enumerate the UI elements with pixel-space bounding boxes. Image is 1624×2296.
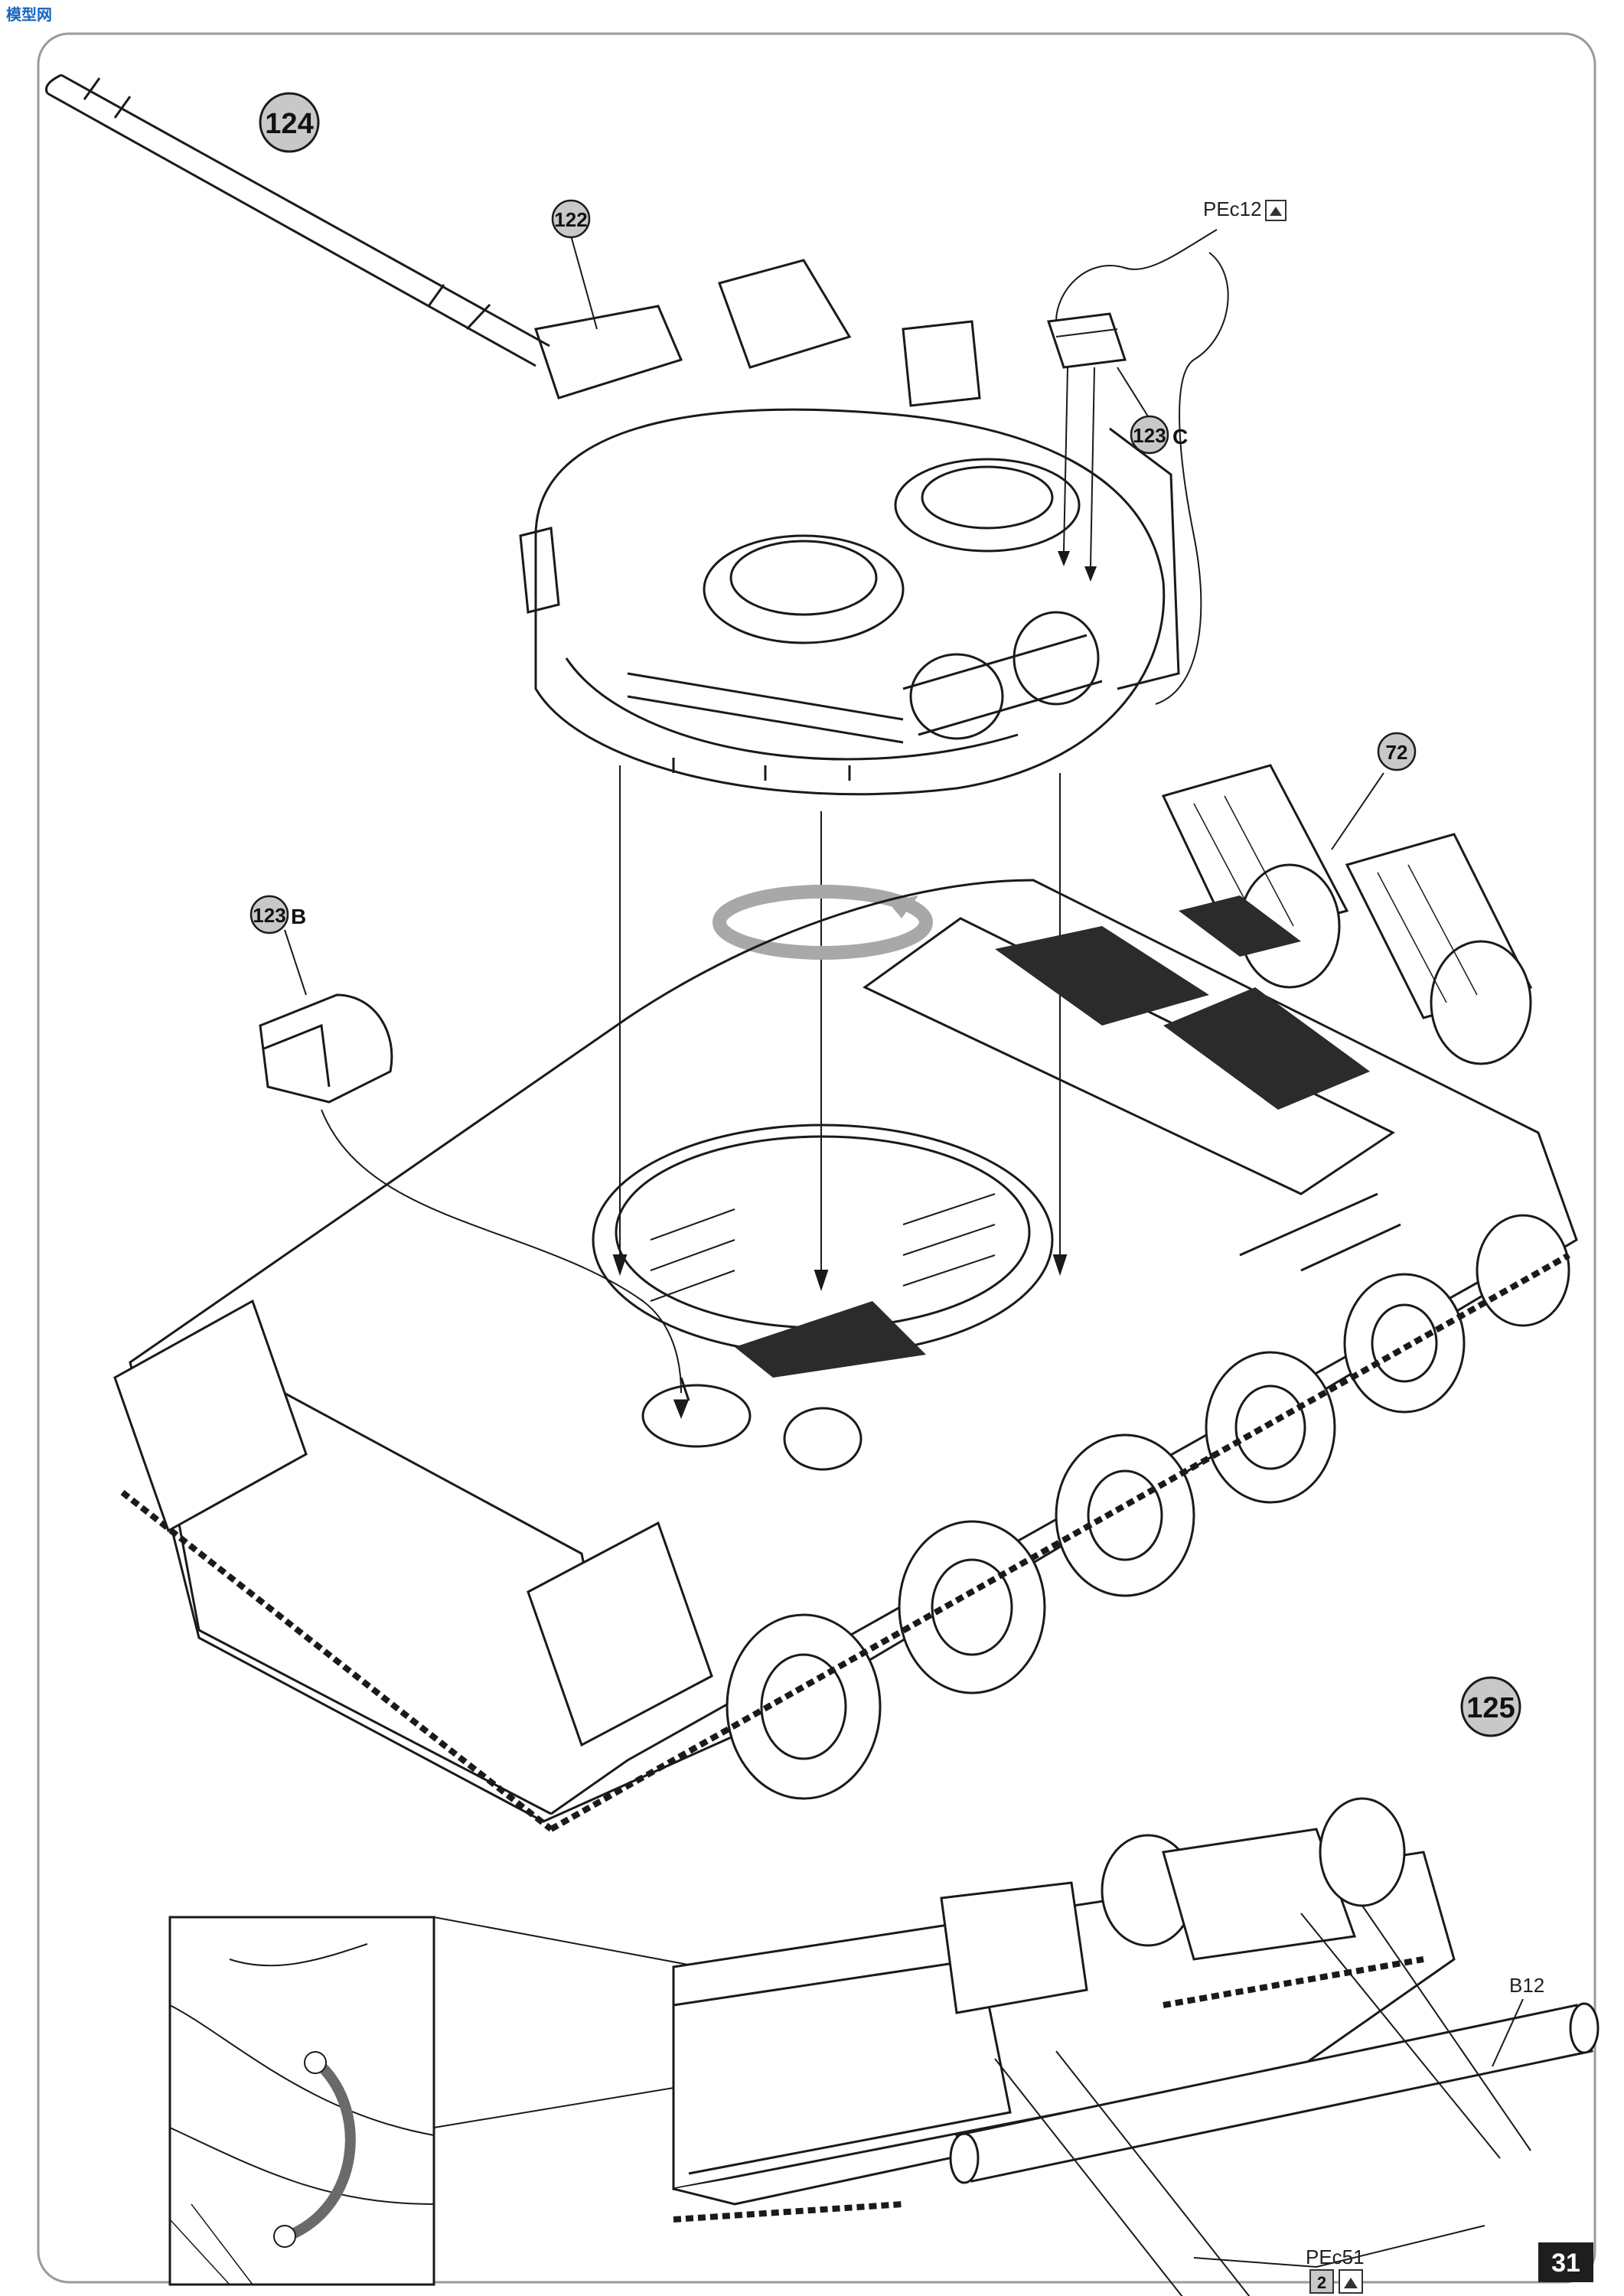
- bend-up-icon: [1265, 200, 1286, 221]
- assembly-arrows: [612, 765, 1068, 1292]
- number-2-icon-text: 2: [1317, 2273, 1326, 2292]
- callout-72-number: 72: [1386, 741, 1408, 764]
- page-number: 31: [1551, 2249, 1580, 2278]
- callout-123b: 123 B: [249, 895, 307, 996]
- step-124-number: 124: [265, 108, 313, 140]
- hatch-dome: [641, 1377, 863, 1471]
- stowage-box-123c: [1046, 312, 1156, 582]
- road-wheels: [726, 1214, 1570, 1800]
- gun-barrel: [45, 73, 550, 367]
- number-2-icon: 2: [1309, 2269, 1334, 2294]
- part-b12-leader: [1492, 1998, 1524, 2067]
- callout-122: 122: [551, 199, 598, 330]
- bend-up-icon: [1339, 2269, 1363, 2294]
- watermark-text: 模型网: [6, 5, 52, 24]
- rotation-ring: [713, 885, 933, 960]
- part-pec12-label: PEc12: [1203, 197, 1262, 220]
- track-links: [120, 1252, 1570, 1832]
- step-124-badge: 124: [259, 92, 320, 153]
- part-pec12: PEc12: [1055, 197, 1286, 705]
- watermark-logo: 模型网: [3, 5, 55, 24]
- callout-72: 72: [1331, 732, 1417, 850]
- callout-123b-letter: B: [291, 905, 306, 928]
- part-pec51-label: PEc51: [1306, 2245, 1365, 2268]
- callout-122-number: 122: [554, 208, 587, 231]
- turret-ring-interior: [650, 1193, 996, 1378]
- detail-inset: [168, 1916, 988, 2286]
- callout-123c-letter: C: [1172, 425, 1188, 448]
- fuel-drums: [1161, 764, 1533, 1065]
- page-frame: [37, 32, 1596, 2284]
- callout-123c-number: 123: [1133, 424, 1166, 447]
- callout-123c: 123 C: [1130, 415, 1188, 455]
- unditching-log-b12: [949, 1905, 1600, 2296]
- step-125-number: 125: [1466, 1692, 1515, 1724]
- callout-123b-number: 123: [253, 904, 285, 927]
- step-125-badge: 125: [1460, 1676, 1521, 1737]
- engine-grilles: [995, 895, 1370, 1110]
- part-b12-label: B12: [1509, 1974, 1544, 1997]
- front-fenders: [113, 1299, 713, 1747]
- page-number-box: 31: [1538, 2242, 1593, 2282]
- part-pec51: PEc51 2: [1193, 2225, 1485, 2294]
- stowage-box-123b: [259, 993, 682, 1394]
- turret-assembly: [519, 259, 1180, 796]
